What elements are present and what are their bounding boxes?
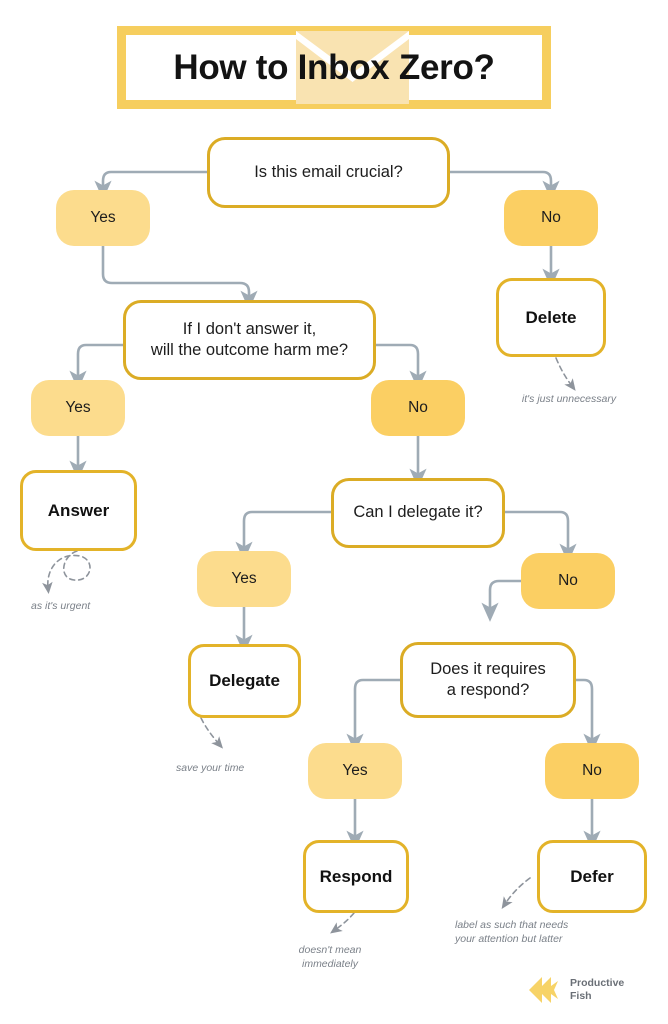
edge-yes-q2 (101, 244, 258, 310)
badge-q2-no[interactable]: No (371, 380, 465, 436)
terminal-delete[interactable]: Delete (496, 278, 606, 357)
badge-q3-no[interactable]: No (521, 553, 615, 609)
question-requires-respond[interactable]: Does it requires a respond? (400, 642, 576, 718)
brand-logo: Productive Fish (525, 967, 645, 1013)
note-respond: doesn't mean immediately (298, 944, 362, 971)
brand-name: Productive Fish (570, 976, 625, 1002)
terminal-defer[interactable]: Defer (537, 840, 647, 913)
note-delete: it's just unnecessary (521, 393, 617, 405)
edges-group (69, 170, 601, 850)
edge-q4-yes (346, 678, 402, 753)
note-defer: label as such that needs your attention … (455, 919, 569, 946)
edge-q2-no (374, 343, 427, 390)
terminal-answer[interactable]: Answer (20, 470, 137, 551)
note-arrow-respond (330, 912, 355, 934)
edge-q1-no (448, 170, 560, 200)
question-is-email-crucial[interactable]: Is this email crucial? (207, 137, 450, 208)
note-answer: as it's urgent (31, 600, 91, 612)
edge-q1-yes (94, 170, 209, 200)
note-arrow-defer (501, 877, 531, 910)
question-outcome-harm[interactable]: If I don't answer it, will the outcome h… (123, 300, 376, 380)
badge-q2-yes[interactable]: Yes (31, 380, 125, 436)
edge-q3no-q4 (481, 579, 531, 622)
note-arrow-delete (555, 357, 576, 391)
badge-q1-no[interactable]: No (504, 190, 598, 246)
badge-q1-yes[interactable]: Yes (56, 190, 150, 246)
page-title: How to Inbox Zero? (173, 47, 495, 87)
terminal-delegate[interactable]: Delegate (188, 644, 301, 718)
fish-logo-icon (529, 977, 558, 1003)
note-arrow-delegate (200, 717, 224, 749)
edge-q4-no (574, 678, 601, 753)
note-delegate: save your time (176, 762, 245, 774)
badge-q3-yes[interactable]: Yes (197, 551, 291, 607)
edge-q3-no (503, 510, 577, 563)
edge-q2-yes (69, 343, 125, 390)
terminal-respond[interactable]: Respond (303, 840, 409, 913)
note-arrow-answer (42, 550, 91, 595)
edge-q3-yes (235, 510, 333, 561)
note-arrows-group (42, 357, 576, 934)
badge-q4-yes[interactable]: Yes (308, 743, 402, 799)
badge-q4-no[interactable]: No (545, 743, 639, 799)
envelope-icon (296, 31, 409, 104)
question-can-delegate[interactable]: Can I delegate it? (331, 478, 505, 548)
